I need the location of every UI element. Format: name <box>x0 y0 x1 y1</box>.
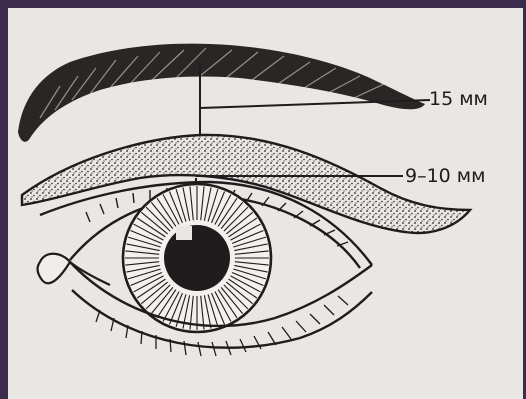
eyebrow <box>18 44 425 142</box>
eye-diagram <box>8 8 523 399</box>
inner-corner <box>38 254 110 285</box>
brow-distance-label: 15 мм <box>429 88 488 110</box>
diagram-sheet: 15 мм 9–10 мм <box>8 8 523 399</box>
pupil <box>164 225 230 291</box>
lid-height-label: 9–10 мм <box>405 165 485 187</box>
